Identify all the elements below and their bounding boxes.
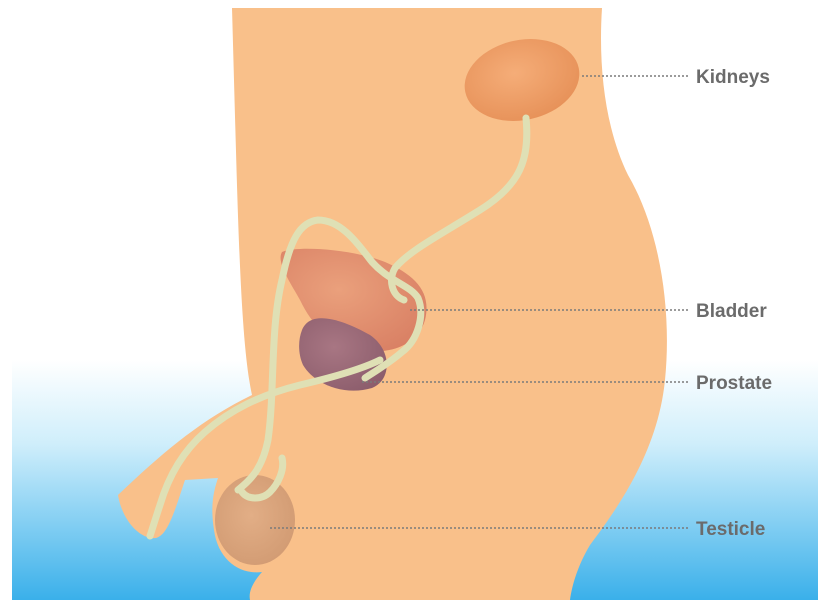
prostate-label: Prostate bbox=[696, 373, 772, 394]
kidneys-label: Kidneys bbox=[696, 67, 770, 88]
bladder-label: Bladder bbox=[696, 301, 767, 322]
testicle-organ bbox=[215, 475, 295, 565]
testicle-label: Testicle bbox=[696, 519, 765, 540]
